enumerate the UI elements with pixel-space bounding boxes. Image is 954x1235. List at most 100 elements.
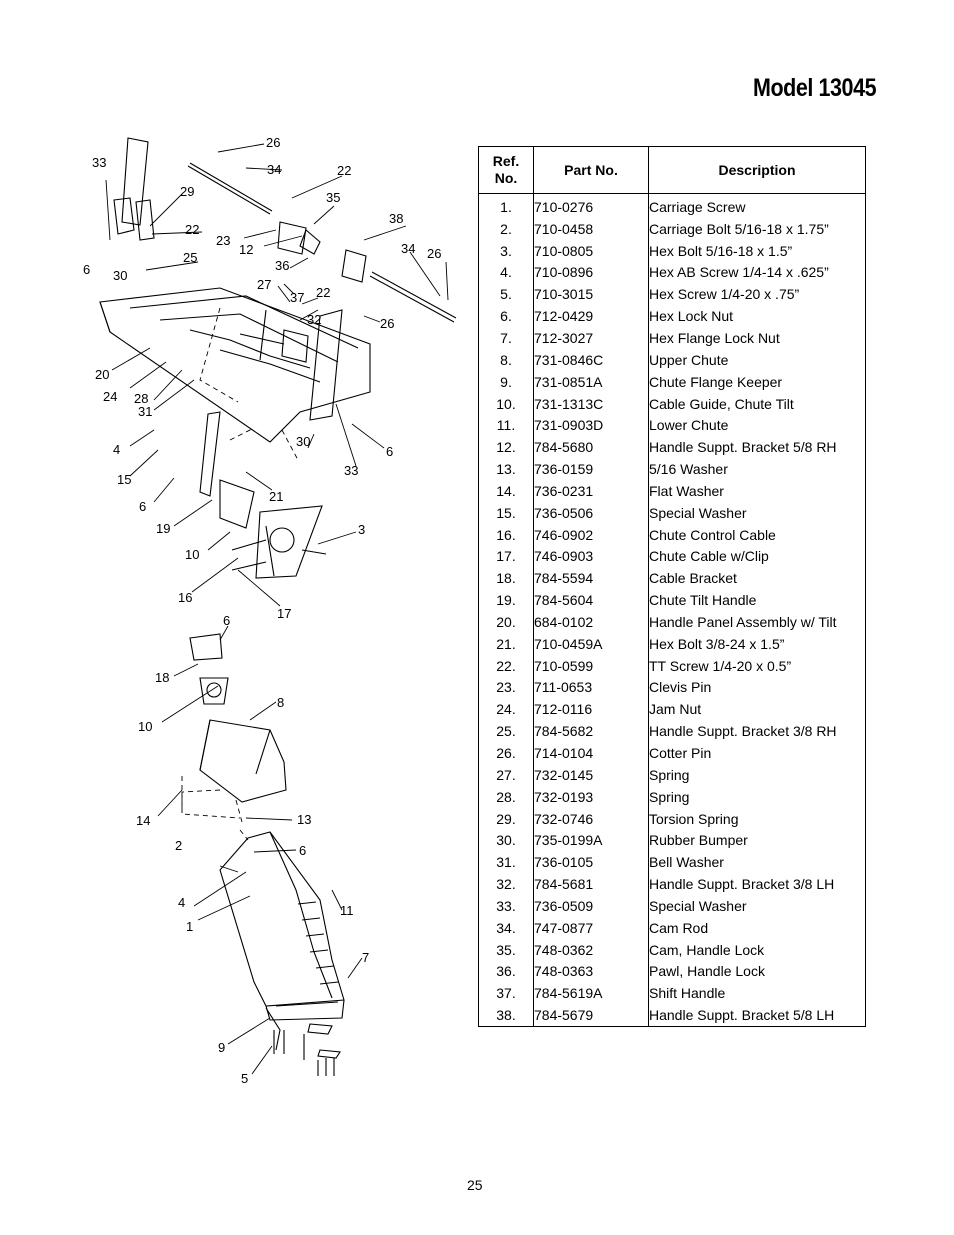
ref-cell: 7. [478,327,534,349]
callout-label: 15 [117,472,131,487]
part-no-cell: 731-0846C [533,348,649,371]
callout-label: 21 [269,489,283,504]
callout-label: 36 [275,258,289,273]
callout-label: 4 [113,442,120,457]
callout-label: 19 [156,521,170,536]
callout-label: 8 [277,695,284,710]
callout-label: 32 [307,312,321,327]
description-cell: Handle Panel Assembly w/ Tilt [648,611,866,633]
ref-cell: 30. [478,829,534,852]
part-no-cell: 736-0105 [533,851,649,874]
ref-cell: 27. [478,763,534,786]
callout-label: 33 [92,155,106,170]
ref-cell: 14. [478,479,534,502]
description-cell: Special Washer [648,501,866,524]
ref-cell: 16. [478,523,534,546]
description-cell: Cable Guide, Chute Tilt [648,392,866,415]
part-no-cell: 736-0509 [533,895,649,917]
part-no-cell: 710-0458 [533,217,649,240]
ref-cell: 18. [478,567,534,590]
ref-cell: 36. [478,960,534,983]
part-no-cell: 784-5619A [533,982,649,1005]
part-no-cell: 711-0653 [533,676,649,699]
description-cell: Handle Suppt. Bracket 3/8 RH [648,720,866,743]
part-no-cell: 731-0903D [533,414,649,437]
description-cell: Pawl, Handle Lock [648,960,866,983]
ref-cell: 20. [478,611,534,633]
description-cell: Hex AB Screw 1/4-14 x .625” [648,261,866,284]
part-no-cell: 732-0193 [533,785,649,808]
description-cell: Chute Cable w/Clip [648,545,866,568]
part-no-cell: 784-5682 [533,720,649,743]
ref-cell: 9. [478,370,534,393]
ref-cell: 11. [478,414,534,437]
part-no-header: Part No. [533,146,649,194]
description-cell: Hex Bolt 5/16-18 x 1.5” [648,239,866,262]
part-no-cell: 736-0506 [533,501,649,524]
table-header-row: Ref.No. Part No. Description [478,146,866,194]
callout-label: 2 [175,838,182,853]
callout-label: 22 [185,222,199,237]
part-no-cell: 784-5604 [533,589,649,612]
ref-cell: 12. [478,436,534,459]
part-no-cell: 732-0746 [533,807,649,830]
callout-label: 5 [241,1071,248,1086]
ref-cell: 24. [478,698,534,721]
part-no-cell: 736-0231 [533,479,649,502]
part-no-cell: 712-3027 [533,327,649,349]
part-no-cell: 710-0276 [533,193,649,218]
ref-cell: 5. [478,283,534,306]
callout-label: 38 [389,211,403,226]
description-cell: Handle Suppt. Bracket 5/8 RH [648,436,866,459]
callout-label: 26 [427,246,441,261]
description-cell: Flat Washer [648,479,866,502]
ref-cell: 6. [478,305,534,328]
callout-label: 12 [239,242,253,257]
description-cell: Torsion Spring [648,807,866,830]
callout-label: 22 [337,163,351,178]
ref-cell: 26. [478,742,534,764]
exploded-parts-diagram: 26 34 22 33 29 35 38 22 23 12 34 26 25 3… [70,130,480,1090]
ref-cell: 15. [478,501,534,524]
part-no-cell: 710-0459A [533,632,649,655]
description-cell: Carriage Bolt 5/16-18 x 1.75” [648,217,866,240]
ref-cell: 32. [478,873,534,895]
ref-no-header: Ref.No. [478,146,534,194]
ref-cell: 10. [478,392,534,415]
part-no-cell: 712-0116 [533,698,649,721]
part-no-cell: 710-0896 [533,261,649,284]
page-number: 25 [467,1177,483,1193]
part-no-cell: 714-0104 [533,742,649,764]
description-cell: Handle Suppt. Bracket 5/8 LH [648,1004,866,1027]
description-cell: Chute Tilt Handle [648,589,866,612]
description-cell: Hex Screw 1/4-20 x .75” [648,283,866,306]
part-no-cell: 784-5680 [533,436,649,459]
ref-cell: 19. [478,589,534,612]
description-cell: TT Screw 1/4-20 x 0.5” [648,654,866,677]
ref-cell: 29. [478,807,534,830]
description-cell: Clevis Pin [648,676,866,699]
description-cell: Cotter Pin [648,742,866,764]
ref-cell: 17. [478,545,534,568]
ref-cell: 8. [478,348,534,371]
callout-label: 23 [216,233,230,248]
description-cell: Cam Rod [648,916,866,939]
part-no-cell: 732-0145 [533,763,649,786]
